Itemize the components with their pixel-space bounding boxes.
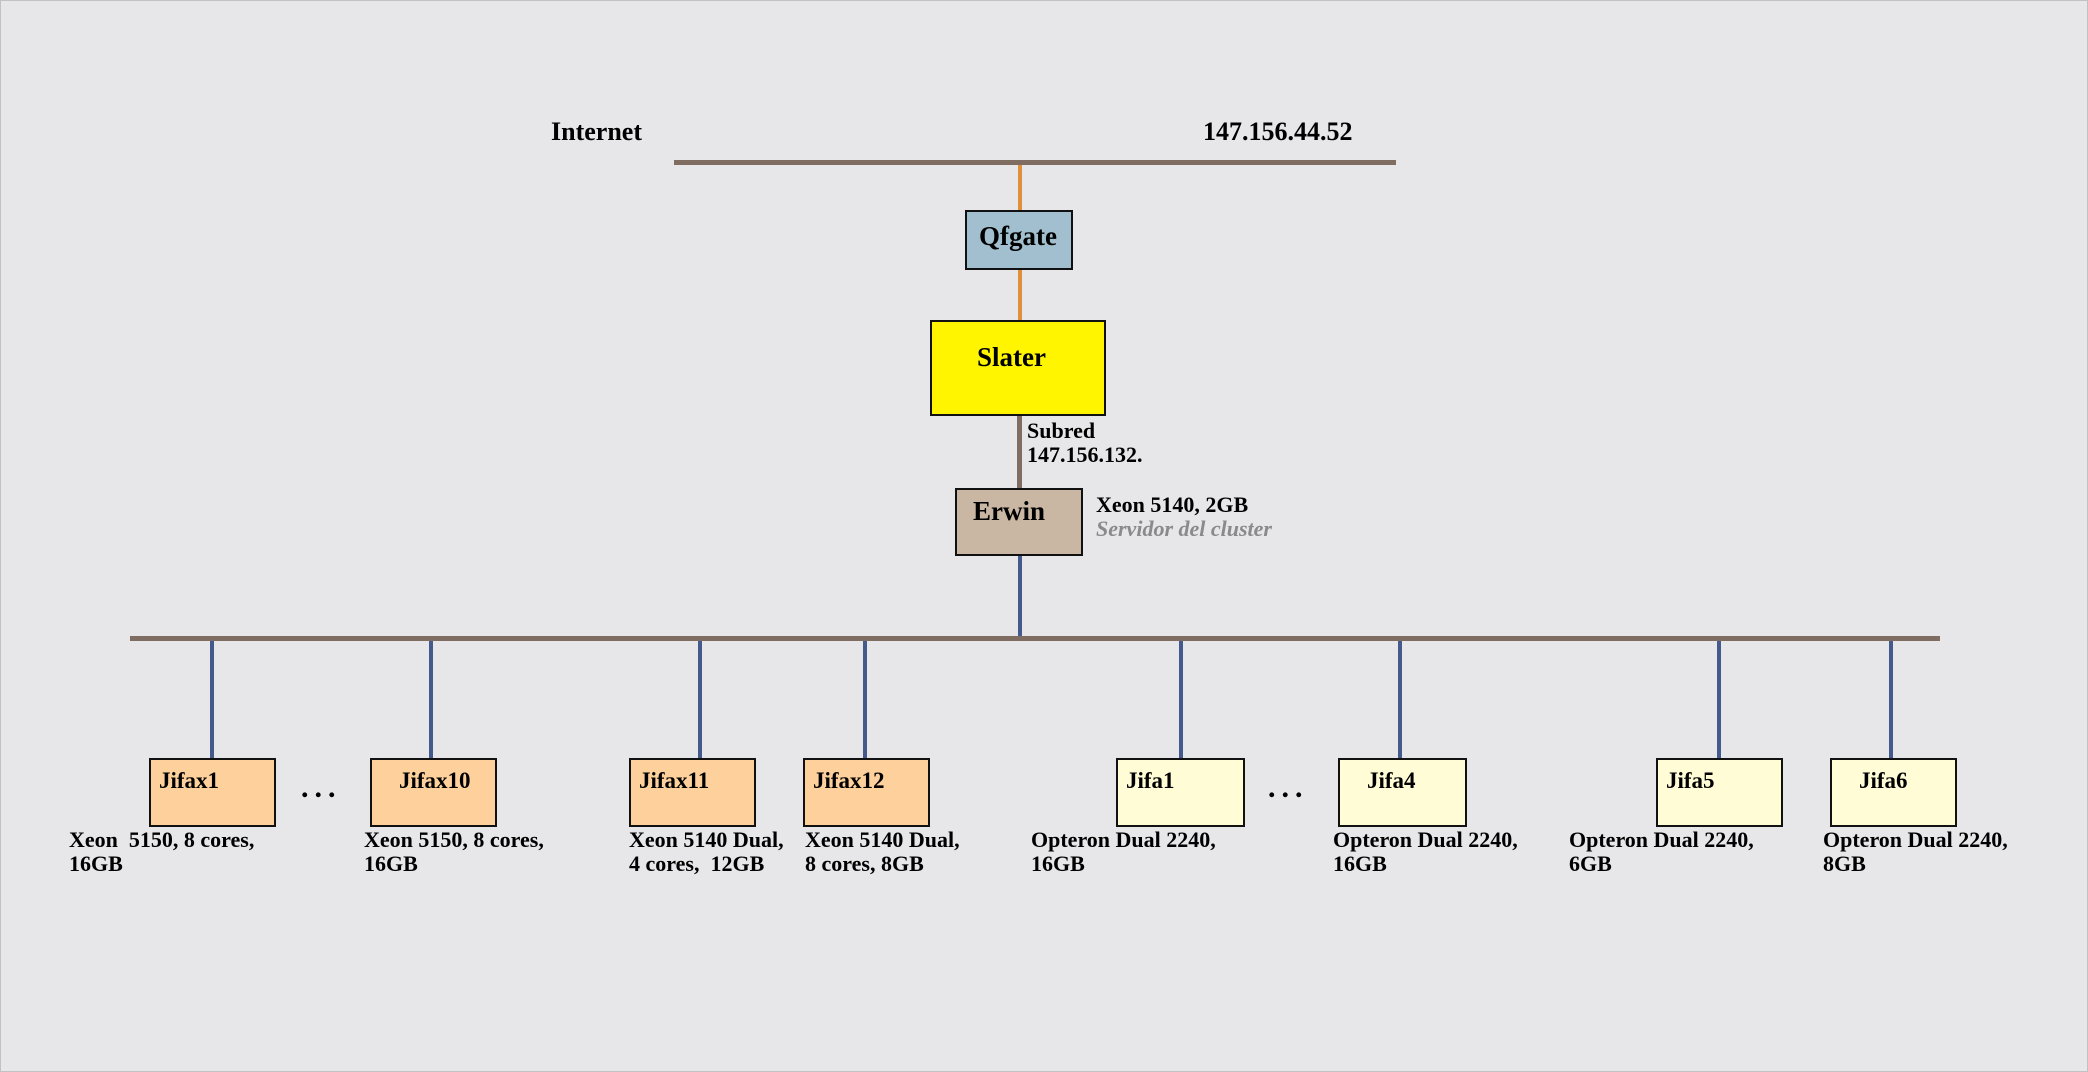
jifax12-spec-line-2: 8 cores, 8GB — [805, 851, 924, 876]
jifax10-link — [429, 641, 433, 759]
jifax12-link — [863, 641, 867, 759]
jifa1-spec-line-2: 16GB — [1031, 851, 1085, 876]
jifax10-spec: Xeon 5150, 8 cores,16GB — [364, 828, 544, 876]
jifa6-spec-line-1: Opteron Dual 2240, — [1823, 827, 2008, 852]
qfgate-name: Qfgate — [979, 221, 1057, 251]
jifa6-name: Jifa6 — [1859, 768, 1908, 793]
erwin-role: Servidor del cluster — [1096, 516, 1272, 541]
jifa4-node: Jifa4 — [1338, 758, 1467, 827]
jifa4-spec: Opteron Dual 2240,16GB — [1333, 828, 1518, 876]
erwin-backbone-link — [1018, 555, 1022, 640]
qfgate-node: Qfgate — [965, 210, 1073, 270]
jifax1-spec: Xeon 5150, 8 cores,16GB — [69, 828, 254, 876]
jifa5-link — [1717, 641, 1721, 759]
jifax10-node: Jifax10 — [370, 758, 497, 827]
jifa1-spec: Opteron Dual 2240,16GB — [1031, 828, 1216, 876]
erwin-node: Erwin — [955, 488, 1083, 556]
jifa1-spec-line-1: Opteron Dual 2240, — [1031, 827, 1216, 852]
jifax1-node: Jifax1 — [149, 758, 276, 827]
internet-qfgate-link — [1018, 165, 1022, 211]
jifa5-spec-line-1: Opteron Dual 2240, — [1569, 827, 1754, 852]
slater-erwin-link — [1017, 415, 1022, 489]
jifax11-spec: Xeon 5140 Dual,4 cores, 12GB — [629, 828, 784, 876]
qfgate-slater-link — [1018, 269, 1022, 321]
jifax11-link — [698, 641, 702, 759]
cluster-backbone-line — [130, 636, 1940, 641]
jifa5-node: Jifa5 — [1656, 758, 1783, 827]
jifax10-spec-line-2: 16GB — [364, 851, 418, 876]
jifa1-name: Jifa1 — [1126, 768, 1175, 793]
jifax12-name: Jifax12 — [813, 768, 885, 793]
jifax1-link — [210, 641, 214, 759]
jifax11-spec-line-2: 4 cores, 12GB — [629, 851, 765, 876]
jifax1-name: Jifax1 — [159, 768, 220, 793]
jifax10-name: Jifax10 — [399, 768, 471, 793]
slater-node: Slater — [930, 320, 1106, 416]
jifa1-node: Jifa1 — [1116, 758, 1245, 827]
jifa6-spec-line-2: 8GB — [1823, 851, 1866, 876]
erwin-name: Erwin — [973, 496, 1046, 526]
jifa4-spec-line-1: Opteron Dual 2240, — [1333, 827, 1518, 852]
jifa6-link — [1889, 641, 1893, 759]
xeon-nodes-ellipsis: ... — [301, 771, 342, 804]
jifa4-link — [1398, 641, 1402, 759]
jifa6-node: Jifa6 — [1830, 758, 1957, 827]
jifa5-name: Jifa5 — [1666, 768, 1715, 793]
opteron-nodes-ellipsis: ... — [1268, 771, 1309, 804]
jifax12-spec: Xeon 5140 Dual,8 cores, 8GB — [805, 828, 960, 876]
jifa6-spec: Opteron Dual 2240,8GB — [1823, 828, 2008, 876]
jifax12-node: Jifax12 — [803, 758, 930, 827]
jifax1-spec-line-1: Xeon 5150, 8 cores, — [69, 827, 255, 852]
subnet-line-2: 147.156.132. — [1027, 442, 1143, 467]
jifa1-link — [1179, 641, 1183, 759]
jifax11-spec-line-1: Xeon 5140 Dual, — [629, 827, 784, 852]
internet-ip-label: 147.156.44.52 — [1203, 117, 1353, 146]
erwin-spec: Xeon 5140, 2GB — [1096, 492, 1249, 517]
jifax1-spec-line-2: 16GB — [69, 851, 123, 876]
slater-name: Slater — [977, 342, 1046, 372]
internet-link — [674, 160, 1396, 165]
jifax12-spec-line-1: Xeon 5140 Dual, — [805, 827, 960, 852]
jifa5-spec: Opteron Dual 2240,6GB — [1569, 828, 1754, 876]
jifa4-name: Jifa4 — [1367, 768, 1416, 793]
internet-label: Internet — [551, 117, 642, 146]
subnet-line-1: Subred — [1027, 418, 1096, 443]
jifa5-spec-line-2: 6GB — [1569, 851, 1612, 876]
jifax10-spec-line-1: Xeon 5150, 8 cores, — [364, 827, 544, 852]
jifa4-spec-line-2: 16GB — [1333, 851, 1387, 876]
jifax11-name: Jifax11 — [639, 768, 710, 793]
jifax11-node: Jifax11 — [629, 758, 756, 827]
